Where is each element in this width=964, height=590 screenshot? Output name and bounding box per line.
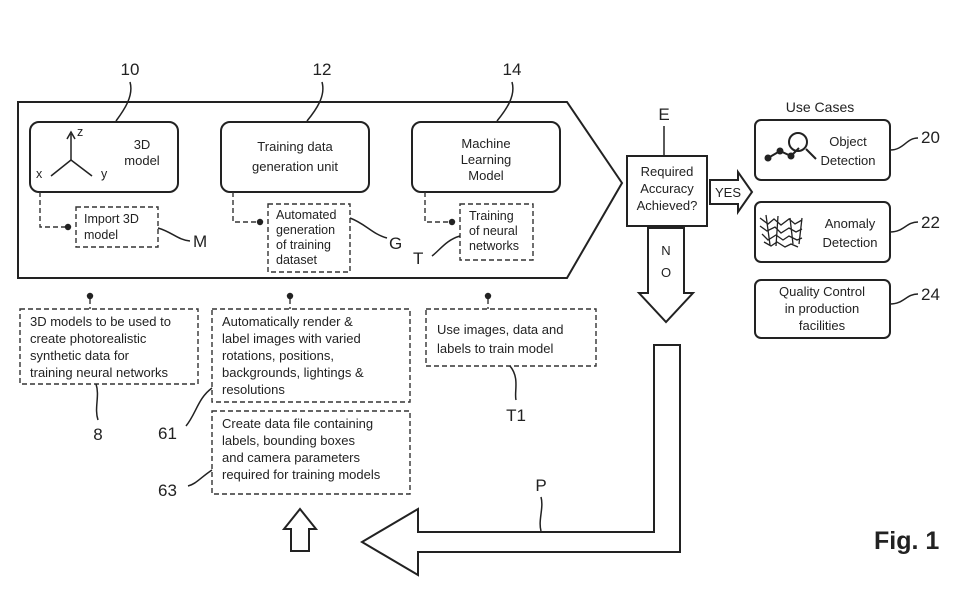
- up-arrow: [281, 507, 319, 552]
- substep-t-connector: [424, 192, 452, 223]
- axis-z-label: z: [77, 125, 83, 139]
- note-8-dot: [86, 292, 94, 300]
- ref-14-leader: [496, 81, 514, 122]
- ref-24: 24: [921, 285, 940, 304]
- ref-t1-leader: [509, 365, 517, 401]
- note-t1-dot: [484, 292, 492, 300]
- substep-m-box: [75, 206, 159, 248]
- use-case-anomaly-detection-box: [754, 201, 891, 263]
- ref-61-leader: [185, 387, 213, 427]
- ref-t-leader: [431, 235, 461, 257]
- ref-22-leader: [889, 221, 919, 233]
- use-case-object-detection-box: [754, 119, 891, 181]
- ref-63-leader: [187, 469, 213, 487]
- use-case-quality-control-box: [754, 279, 891, 339]
- stage-ml-model-box: [411, 121, 561, 193]
- ref-22: 22: [921, 213, 940, 232]
- ref-m: M: [193, 232, 207, 251]
- ref-g-leader: [349, 217, 388, 239]
- note-61-box: [211, 308, 411, 403]
- xyz-axes-icon: [50, 130, 93, 177]
- ref-12: 12: [313, 60, 332, 79]
- stage-training-data-box: [220, 121, 370, 193]
- ref-p: P: [535, 476, 546, 495]
- ref-10: 10: [121, 60, 140, 79]
- figure-label: Fig. 1: [874, 527, 939, 555]
- stage-3d-model-box: [29, 121, 179, 193]
- note-8-box: [19, 308, 199, 385]
- note-61-text: Automatically render &label images with …: [222, 314, 364, 397]
- substep-t-dot: [448, 218, 456, 226]
- ref-12-leader: [306, 81, 324, 122]
- axis-y-label: y: [101, 167, 108, 181]
- ref-20-leader: [889, 137, 919, 151]
- note-63-box: [211, 410, 411, 495]
- ref-8: 8: [93, 425, 102, 444]
- ref-g: G: [389, 234, 402, 253]
- ref-14: 14: [503, 60, 522, 79]
- ref-p-leader: [539, 496, 543, 532]
- anomaly-pattern-icon: [759, 214, 803, 248]
- substep-t-box: [459, 203, 534, 261]
- note-61-dot: [286, 292, 294, 300]
- ref-61: 61: [158, 424, 177, 443]
- feedback-loop-arrow: [360, 344, 681, 577]
- substep-g-connector: [232, 192, 260, 223]
- note-t1-box: [425, 308, 597, 367]
- ref-m-leader: [157, 227, 191, 242]
- pipeline-arrow: [17, 101, 624, 279]
- no-arrow: [636, 227, 696, 324]
- substep-g-box: [267, 203, 351, 273]
- ref-e: E: [658, 105, 669, 124]
- substep-g-dot: [256, 218, 264, 226]
- substep-m-connector: [39, 192, 68, 228]
- ref-10-leader: [115, 81, 132, 122]
- ref-63: 63: [158, 481, 177, 500]
- substep-m-dot: [64, 223, 72, 231]
- ref-t: T: [413, 249, 423, 268]
- ref-24-leader: [889, 293, 919, 305]
- axis-x-label: x: [36, 167, 43, 181]
- magnifier-network-icon: [764, 132, 817, 162]
- ref-20: 20: [921, 128, 940, 147]
- ref-t1: T1: [506, 406, 526, 425]
- yes-label: YES: [715, 185, 741, 200]
- use-cases-title: Use Cases: [786, 99, 854, 115]
- ref-8-leader: [95, 383, 99, 421]
- decision-box: [626, 155, 708, 227]
- yes-arrow: [709, 168, 754, 216]
